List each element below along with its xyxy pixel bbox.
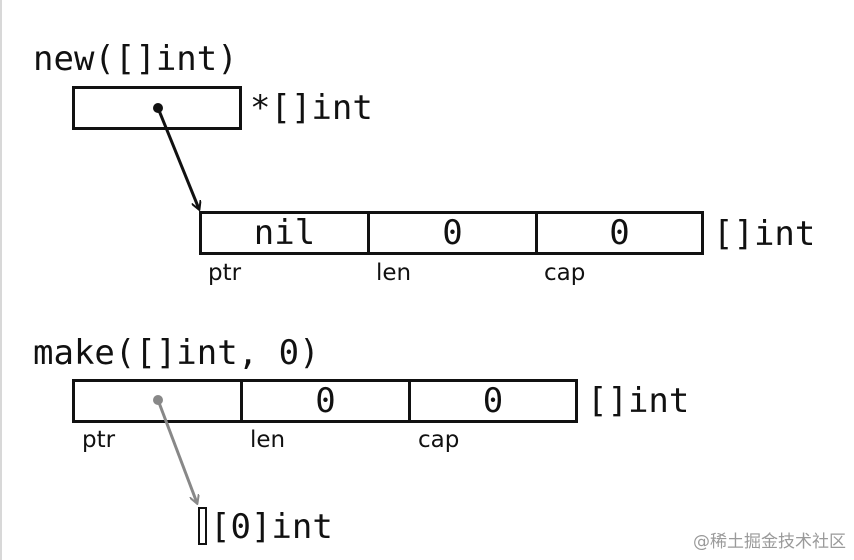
make-slice-type-label: []int xyxy=(587,381,690,421)
new-slice-type-label: []int xyxy=(713,214,816,254)
make-pointer-arrow xyxy=(156,399,197,503)
make-cell-cap: 0 xyxy=(482,381,504,421)
left-border xyxy=(0,0,2,560)
new-cell-ptr: nil xyxy=(202,213,370,253)
watermark: @稀土掘金技术社区 xyxy=(693,532,846,552)
pointer-type-label: *[]int xyxy=(250,88,373,128)
make-cap-label: cap xyxy=(418,427,460,453)
new-ptr-label: ptr xyxy=(208,260,242,286)
new-pointer-arrow xyxy=(156,107,199,209)
zero-length-array-box xyxy=(198,507,207,545)
make-cell-len: 0 xyxy=(243,381,411,421)
array-type-label: [0]int xyxy=(210,507,333,547)
new-cap-label: cap xyxy=(544,260,586,286)
make-len-label: len xyxy=(250,427,286,453)
new-len-label: len xyxy=(376,260,412,286)
new-cell-len: 0 xyxy=(370,213,538,253)
new-cell-cap: 0 xyxy=(609,213,630,253)
make-cell-ptr xyxy=(75,382,243,420)
pointer-box xyxy=(72,86,242,130)
new-slice-header: nil 0 0 xyxy=(199,211,704,255)
make-title: make([]int, 0) xyxy=(33,333,320,373)
new-title: new([]int) xyxy=(33,39,238,79)
make-ptr-label: ptr xyxy=(82,427,116,453)
